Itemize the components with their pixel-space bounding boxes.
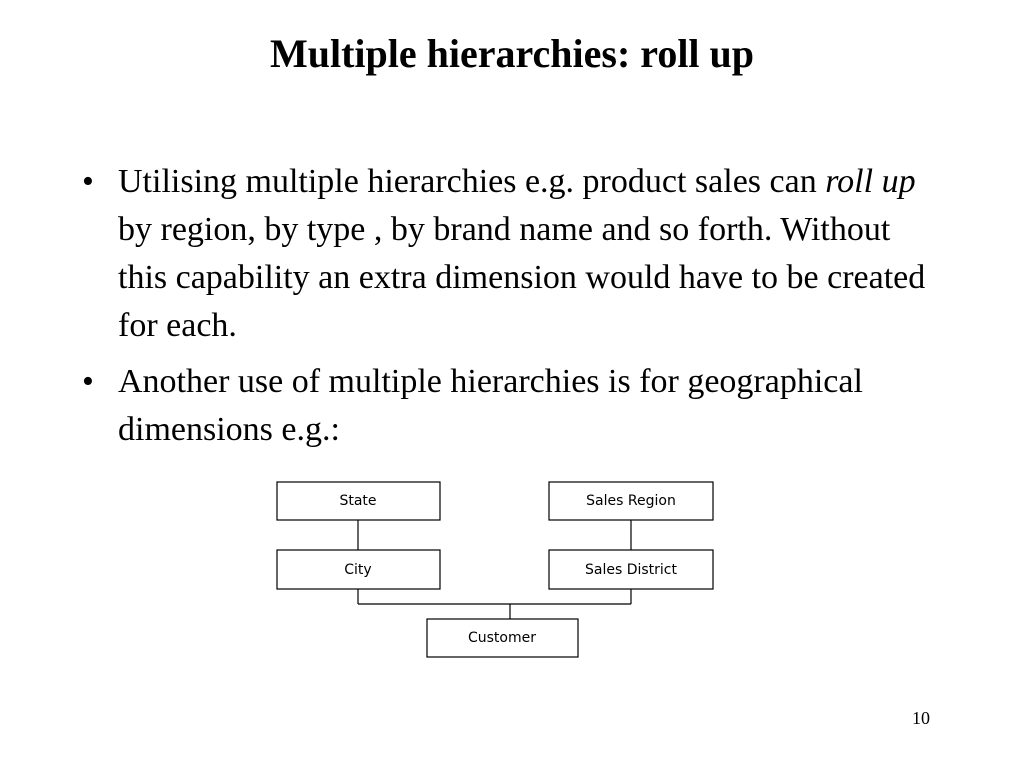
box-label-city: City (344, 562, 371, 578)
bullet-text-emphasis: roll up (825, 163, 916, 200)
bullet-item-rollup: • Utilising multiple hierarchies e.g. pr… (82, 158, 942, 350)
bullet-text-after: by region, by type , by brand name and s… (118, 211, 926, 344)
slide-title: Multiple hierarchies: roll up (269, 31, 755, 76)
box-customer: Customer (426, 618, 579, 658)
box-label-customer: Customer (468, 630, 536, 646)
bullet-text-before: Utilising multiple hierarchies e.g. prod… (118, 163, 826, 200)
box-label-sales-district: Sales District (585, 562, 678, 578)
bullet-icon: • (82, 163, 94, 200)
box-label-state: State (339, 493, 376, 509)
box-sales-region: Sales Region (548, 481, 714, 521)
box-city: City (276, 549, 441, 590)
bullet-item-geographical: • Another use of multiple hierarchies is… (82, 358, 942, 454)
bullet-list: • Utilising multiple hierarchies e.g. pr… (82, 158, 942, 462)
hierarchy-diagram: State City Sales Region Sales District C… (276, 481, 714, 658)
box-label-sales-region: Sales Region (586, 493, 676, 509)
box-state: State (276, 481, 441, 521)
bullet-icon: • (82, 363, 94, 400)
page-number: 10 (912, 708, 930, 728)
box-sales-district: Sales District (548, 549, 714, 590)
bullet-text: Another use of multiple hierarchies is f… (118, 363, 863, 448)
